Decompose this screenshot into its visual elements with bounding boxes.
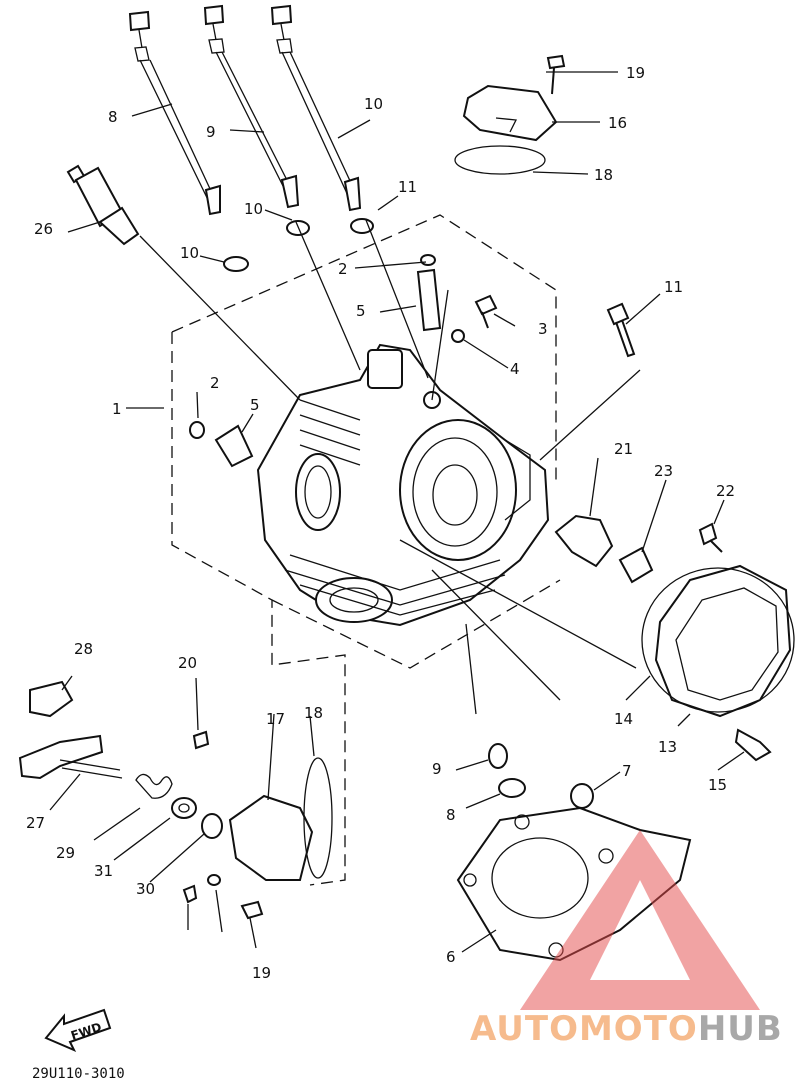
- dowel-7: [570, 783, 594, 809]
- washer-11-a: [223, 256, 249, 272]
- callout-28: 30: [136, 880, 155, 898]
- callout-25: 27: [26, 814, 45, 832]
- callout-11: 10: [244, 200, 263, 218]
- bolt-3: [474, 294, 498, 329]
- assembly-dashed-outline: [171, 214, 557, 886]
- callout-8: 9: [432, 760, 442, 778]
- callout-17: 17: [266, 710, 285, 728]
- watermark-text-part1: AUTOMOTO: [470, 1009, 698, 1049]
- assembly-dashed-outline-2: [271, 579, 561, 669]
- decompression-parts: [18, 680, 333, 920]
- watermark-triangle-icon: [520, 830, 760, 1010]
- callout-21: 21: [614, 440, 633, 458]
- clip-2-b: [189, 421, 205, 439]
- cylinder-head: [256, 343, 550, 627]
- washer-4: [451, 329, 465, 343]
- watermark-text-part2: HUB: [698, 1009, 783, 1049]
- callout-1: 1: [112, 400, 122, 418]
- callout-15: 15: [708, 776, 727, 794]
- callout-24: 26: [34, 220, 53, 238]
- callout-19: 19: [626, 64, 645, 82]
- callout-18: 18: [594, 166, 613, 184]
- callout-10: 10: [364, 95, 383, 113]
- clip-2-a: [420, 254, 436, 266]
- tappet-cover-top: [454, 54, 566, 175]
- callout-10: 8: [108, 108, 118, 126]
- automotohub-watermark: AUTOMOTOHUB: [470, 830, 783, 1049]
- tensioner-parts: [554, 514, 723, 584]
- dowel-8: [488, 743, 508, 769]
- callout-4: 4: [510, 360, 520, 378]
- callout-18: 18: [304, 704, 323, 722]
- valve-guide-b: [214, 424, 254, 468]
- callout-2: 2: [210, 374, 220, 392]
- head-bolts: [128, 4, 362, 216]
- callout-12: 11: [664, 278, 683, 296]
- callout-27: 29: [56, 844, 75, 862]
- valve-guide-a: [416, 268, 442, 332]
- leader-lines: [49, 71, 745, 953]
- watermark-text: AUTOMOTOHUB: [470, 1009, 783, 1049]
- callout-19: 19: [252, 964, 271, 982]
- callout-22: 22: [716, 482, 735, 500]
- callout-5: 5: [356, 302, 366, 320]
- callout-5: 5: [250, 396, 260, 414]
- callout-11: 10: [180, 244, 199, 262]
- callout-6: 6: [446, 948, 456, 966]
- spark-plug: [66, 164, 140, 246]
- callout-13: 13: [658, 738, 677, 756]
- callout-9: 8: [446, 806, 456, 824]
- callout-14: 14: [614, 710, 633, 728]
- callout-29: 31: [94, 862, 113, 880]
- diagram-code: 29U110-3010: [32, 1066, 125, 1082]
- callout-7: 7: [622, 762, 632, 780]
- washer-9: [498, 778, 526, 798]
- callout-20: 20: [178, 654, 197, 672]
- callout-2: 2: [338, 260, 348, 278]
- callout-16: 16: [608, 114, 627, 132]
- callout-10: 9: [206, 123, 216, 141]
- side-cover: [641, 564, 795, 762]
- callout-26: 28: [74, 640, 93, 658]
- callout-23: 23: [654, 462, 673, 480]
- forward-arrow: FWD: [44, 1008, 112, 1052]
- callout-11: 11: [398, 178, 417, 196]
- callout-labels: 8 9 10 10 10 11 26 2 5 3 4 11 1 2 5 19 1…: [26, 64, 735, 982]
- bolt-12: [606, 302, 636, 358]
- callout-3: 3: [538, 320, 548, 338]
